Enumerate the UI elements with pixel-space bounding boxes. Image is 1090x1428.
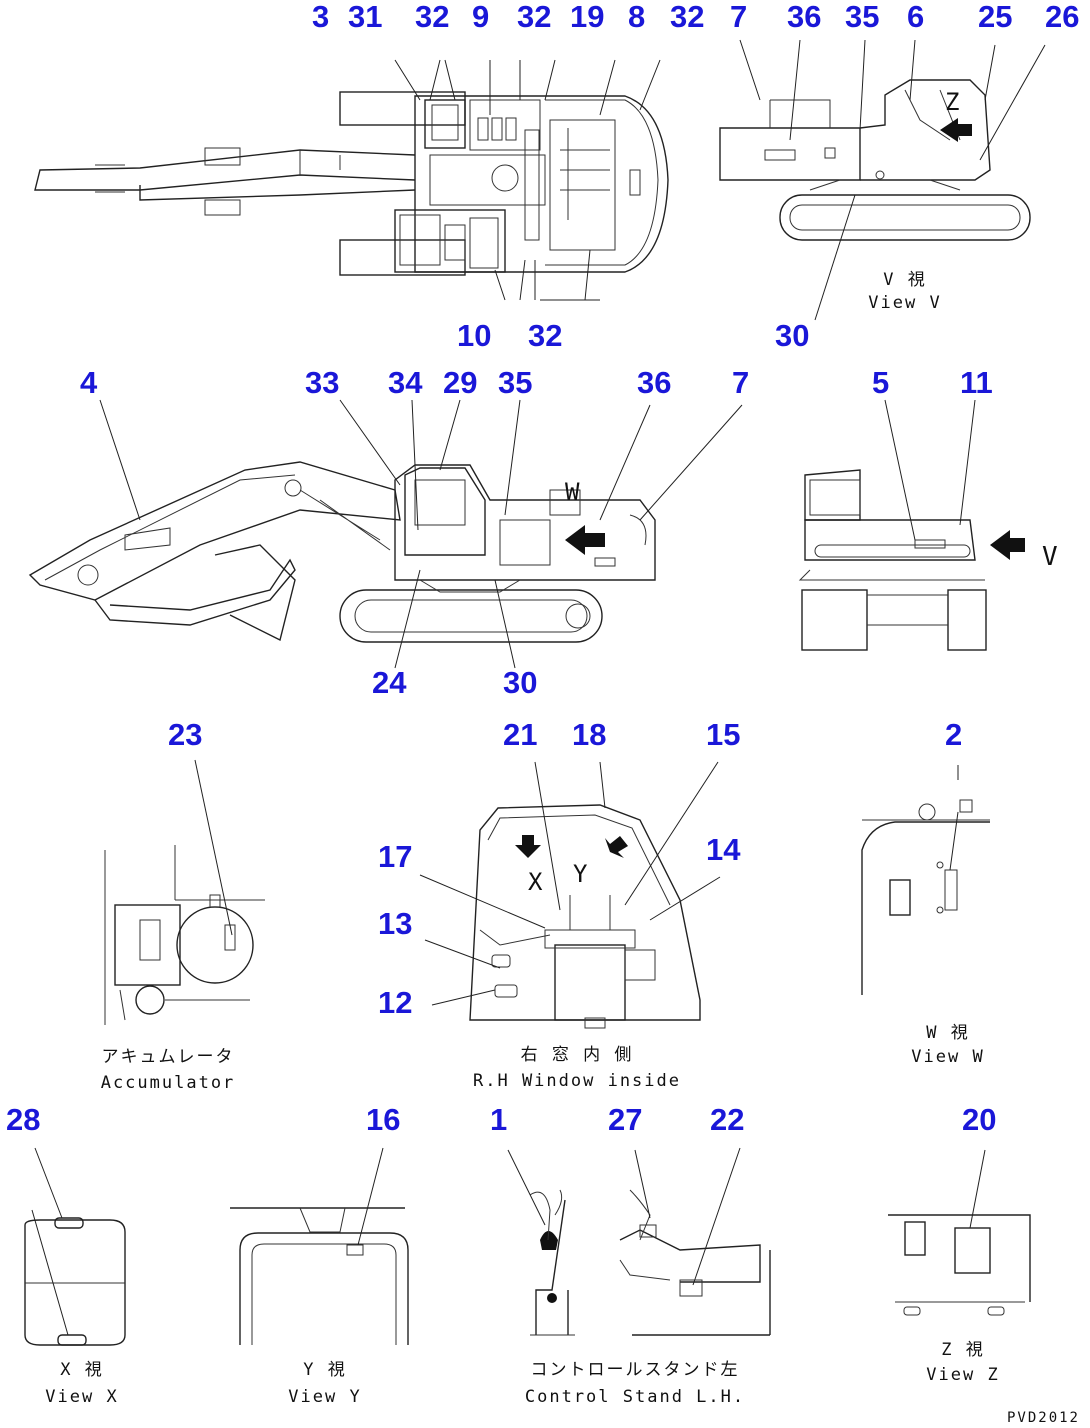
callout-numbers: 3 31 32 9 32 19 8 32 7 36 35 6 25 26 10 … [6, 0, 1079, 1137]
main-side-view-drawing [28, 399, 743, 669]
callout-24: 24 [372, 665, 407, 700]
callout-27: 27 [608, 1102, 642, 1137]
callout-30: 30 [503, 665, 537, 700]
caption-rh-window-en: R.H Window inside [473, 1071, 681, 1091]
callout-13: 13 [378, 906, 412, 941]
callout-17: 17 [378, 839, 412, 874]
callout-31: 31 [348, 0, 382, 34]
accumulator-drawing [104, 759, 265, 1025]
callout-32: 32 [528, 318, 562, 353]
marker-v: V [1042, 542, 1060, 572]
marker-x: X [528, 868, 544, 896]
callout-12: 12 [378, 985, 412, 1020]
drawing-code: PVD2012 [1007, 1410, 1080, 1426]
callout-1: 1 [490, 1102, 507, 1137]
view-v-drawing [719, 39, 1046, 321]
caption-view-y-en: View Y [288, 1387, 361, 1407]
callout-3: 3 [312, 0, 329, 34]
caption-view-w-jp: W 視 [926, 1023, 969, 1043]
callout-32: 32 [415, 0, 449, 34]
caption-view-z-jp: Z 視 [941, 1340, 984, 1360]
caption-view-w-en: View W [911, 1047, 984, 1067]
callout-29: 29 [443, 365, 477, 400]
callout-23: 23 [168, 717, 202, 752]
control-stand-drawing [507, 1147, 771, 1336]
caption-view-y-jp: Y 視 [303, 1360, 346, 1380]
callout-18: 18 [572, 717, 606, 752]
callout-36: 36 [637, 365, 671, 400]
callout-4: 4 [80, 365, 98, 400]
callout-9: 9 [472, 0, 489, 34]
callout-30: 30 [775, 318, 809, 353]
callout-35: 35 [845, 0, 879, 34]
callout-20: 20 [962, 1102, 996, 1137]
caption-view-z-en: View Z [926, 1365, 999, 1385]
callout-7: 7 [732, 365, 749, 400]
callout-14: 14 [706, 832, 741, 867]
callout-22: 22 [710, 1102, 744, 1137]
callout-25: 25 [978, 0, 1012, 34]
view-x-drawing [24, 1147, 126, 1346]
rear-view-drawing [798, 399, 1025, 651]
caption-rh-window-jp: 右 窓 内 側 [521, 1045, 634, 1065]
callout-10: 10 [457, 318, 491, 353]
caption-control-stand-en: Control Stand L.H. [525, 1387, 745, 1407]
view-w-drawing [861, 765, 990, 995]
marker-z: Z [945, 88, 961, 116]
callout-36: 36 [787, 0, 821, 34]
marker-y: Y [573, 860, 589, 888]
callout-2: 2 [945, 717, 962, 752]
top-view-drawing [34, 59, 669, 301]
caption-accumulator-jp: アキュムレータ [102, 1047, 235, 1067]
caption-view-v-jp: V 視 [883, 270, 926, 290]
callout-15: 15 [706, 717, 740, 752]
rh-window-drawing [419, 761, 721, 1029]
callout-34: 34 [388, 365, 423, 400]
caption-view-x-jp: X 視 [60, 1360, 103, 1380]
callout-21: 21 [503, 717, 537, 752]
caption-view-v-en: View V [868, 293, 941, 313]
callout-32: 32 [670, 0, 704, 34]
callout-35: 35 [498, 365, 532, 400]
callout-28: 28 [6, 1102, 40, 1137]
caption-accumulator-en: Accumulator [101, 1073, 236, 1093]
callout-26: 26 [1045, 0, 1079, 34]
view-y-drawing [230, 1147, 409, 1345]
caption-view-x-en: View X [45, 1387, 118, 1407]
callout-6: 6 [907, 0, 924, 34]
callout-33: 33 [305, 365, 339, 400]
callout-11: 11 [960, 365, 993, 400]
callout-19: 19 [570, 0, 604, 34]
callout-32: 32 [517, 0, 551, 34]
caption-control-stand-jp: コントロールスタンド左 [531, 1360, 740, 1380]
view-captions: V 視 View V アキュムレータ Accumulator 右 窓 内 側 R… [45, 270, 1080, 1426]
callout-8: 8 [628, 0, 645, 34]
callout-5: 5 [872, 365, 889, 400]
callout-7: 7 [730, 0, 747, 34]
view-z-drawing [888, 1149, 1031, 1316]
view-markers: V W X Y Z [528, 88, 1060, 896]
marker-w: W [565, 478, 581, 506]
callout-16: 16 [366, 1102, 400, 1137]
